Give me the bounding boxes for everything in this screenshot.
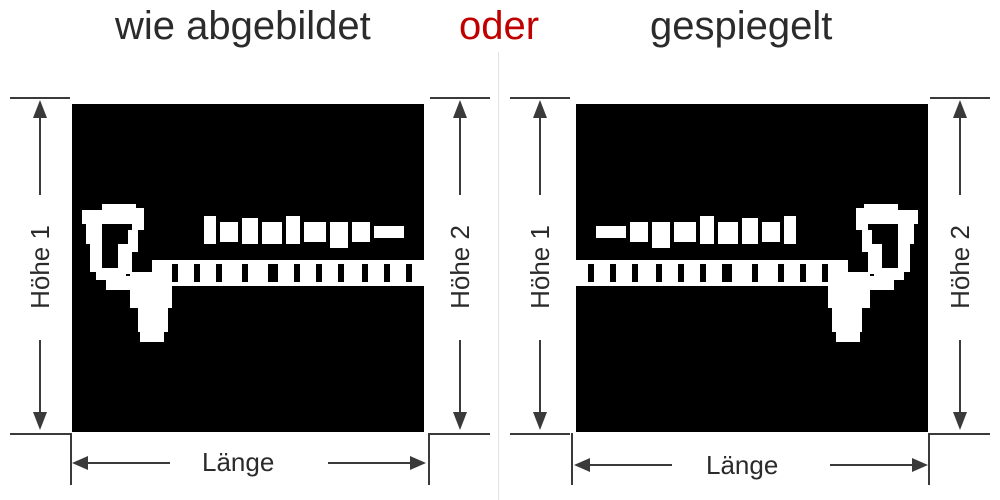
title-as-shown: wie abgebildet: [115, 4, 371, 48]
panel-divider: [498, 52, 499, 500]
length-arrow-as-shown: [72, 456, 426, 470]
extension-line-top-left: [510, 97, 570, 99]
extension-line-length-left: [571, 433, 573, 485]
extension-line-top-left: [10, 97, 70, 99]
height-1-arrow-mirrored: [533, 100, 547, 430]
label-height-2-mirrored: Höhe 2: [945, 225, 975, 309]
logo-graphic-as-shown: [82, 204, 424, 342]
extension-line-bottom-right: [430, 433, 490, 435]
extension-line-length-right: [928, 433, 930, 485]
length-arrow-mirrored: [574, 458, 928, 472]
extension-line-bottom-right: [930, 433, 990, 435]
decal-panel-as-shown: [72, 104, 424, 432]
title-or: oder: [459, 4, 540, 48]
title-mirrored: gespiegelt: [650, 4, 833, 48]
label-height-1-as-shown: Höhe 1: [25, 225, 55, 309]
extension-line-top-right: [930, 97, 990, 99]
height-1-arrow-as-shown: [33, 100, 47, 430]
extension-line-length-left: [70, 433, 72, 485]
label-length-as-shown: Länge: [202, 447, 275, 477]
extension-line-top-right: [430, 97, 490, 99]
logo-graphic-mirrored: [576, 204, 918, 342]
label-length-mirrored: Länge: [706, 450, 779, 480]
extension-line-bottom-left: [510, 433, 570, 435]
decal-panel-mirrored: [576, 104, 928, 432]
height-2-arrow-mirrored: [953, 100, 967, 430]
extension-line-length-right: [428, 433, 430, 485]
extension-line-bottom-left: [10, 433, 70, 435]
height-2-arrow-as-shown: [453, 100, 467, 430]
label-height-1-mirrored: Höhe 1: [525, 225, 555, 309]
label-height-2-as-shown: Höhe 2: [445, 225, 475, 309]
